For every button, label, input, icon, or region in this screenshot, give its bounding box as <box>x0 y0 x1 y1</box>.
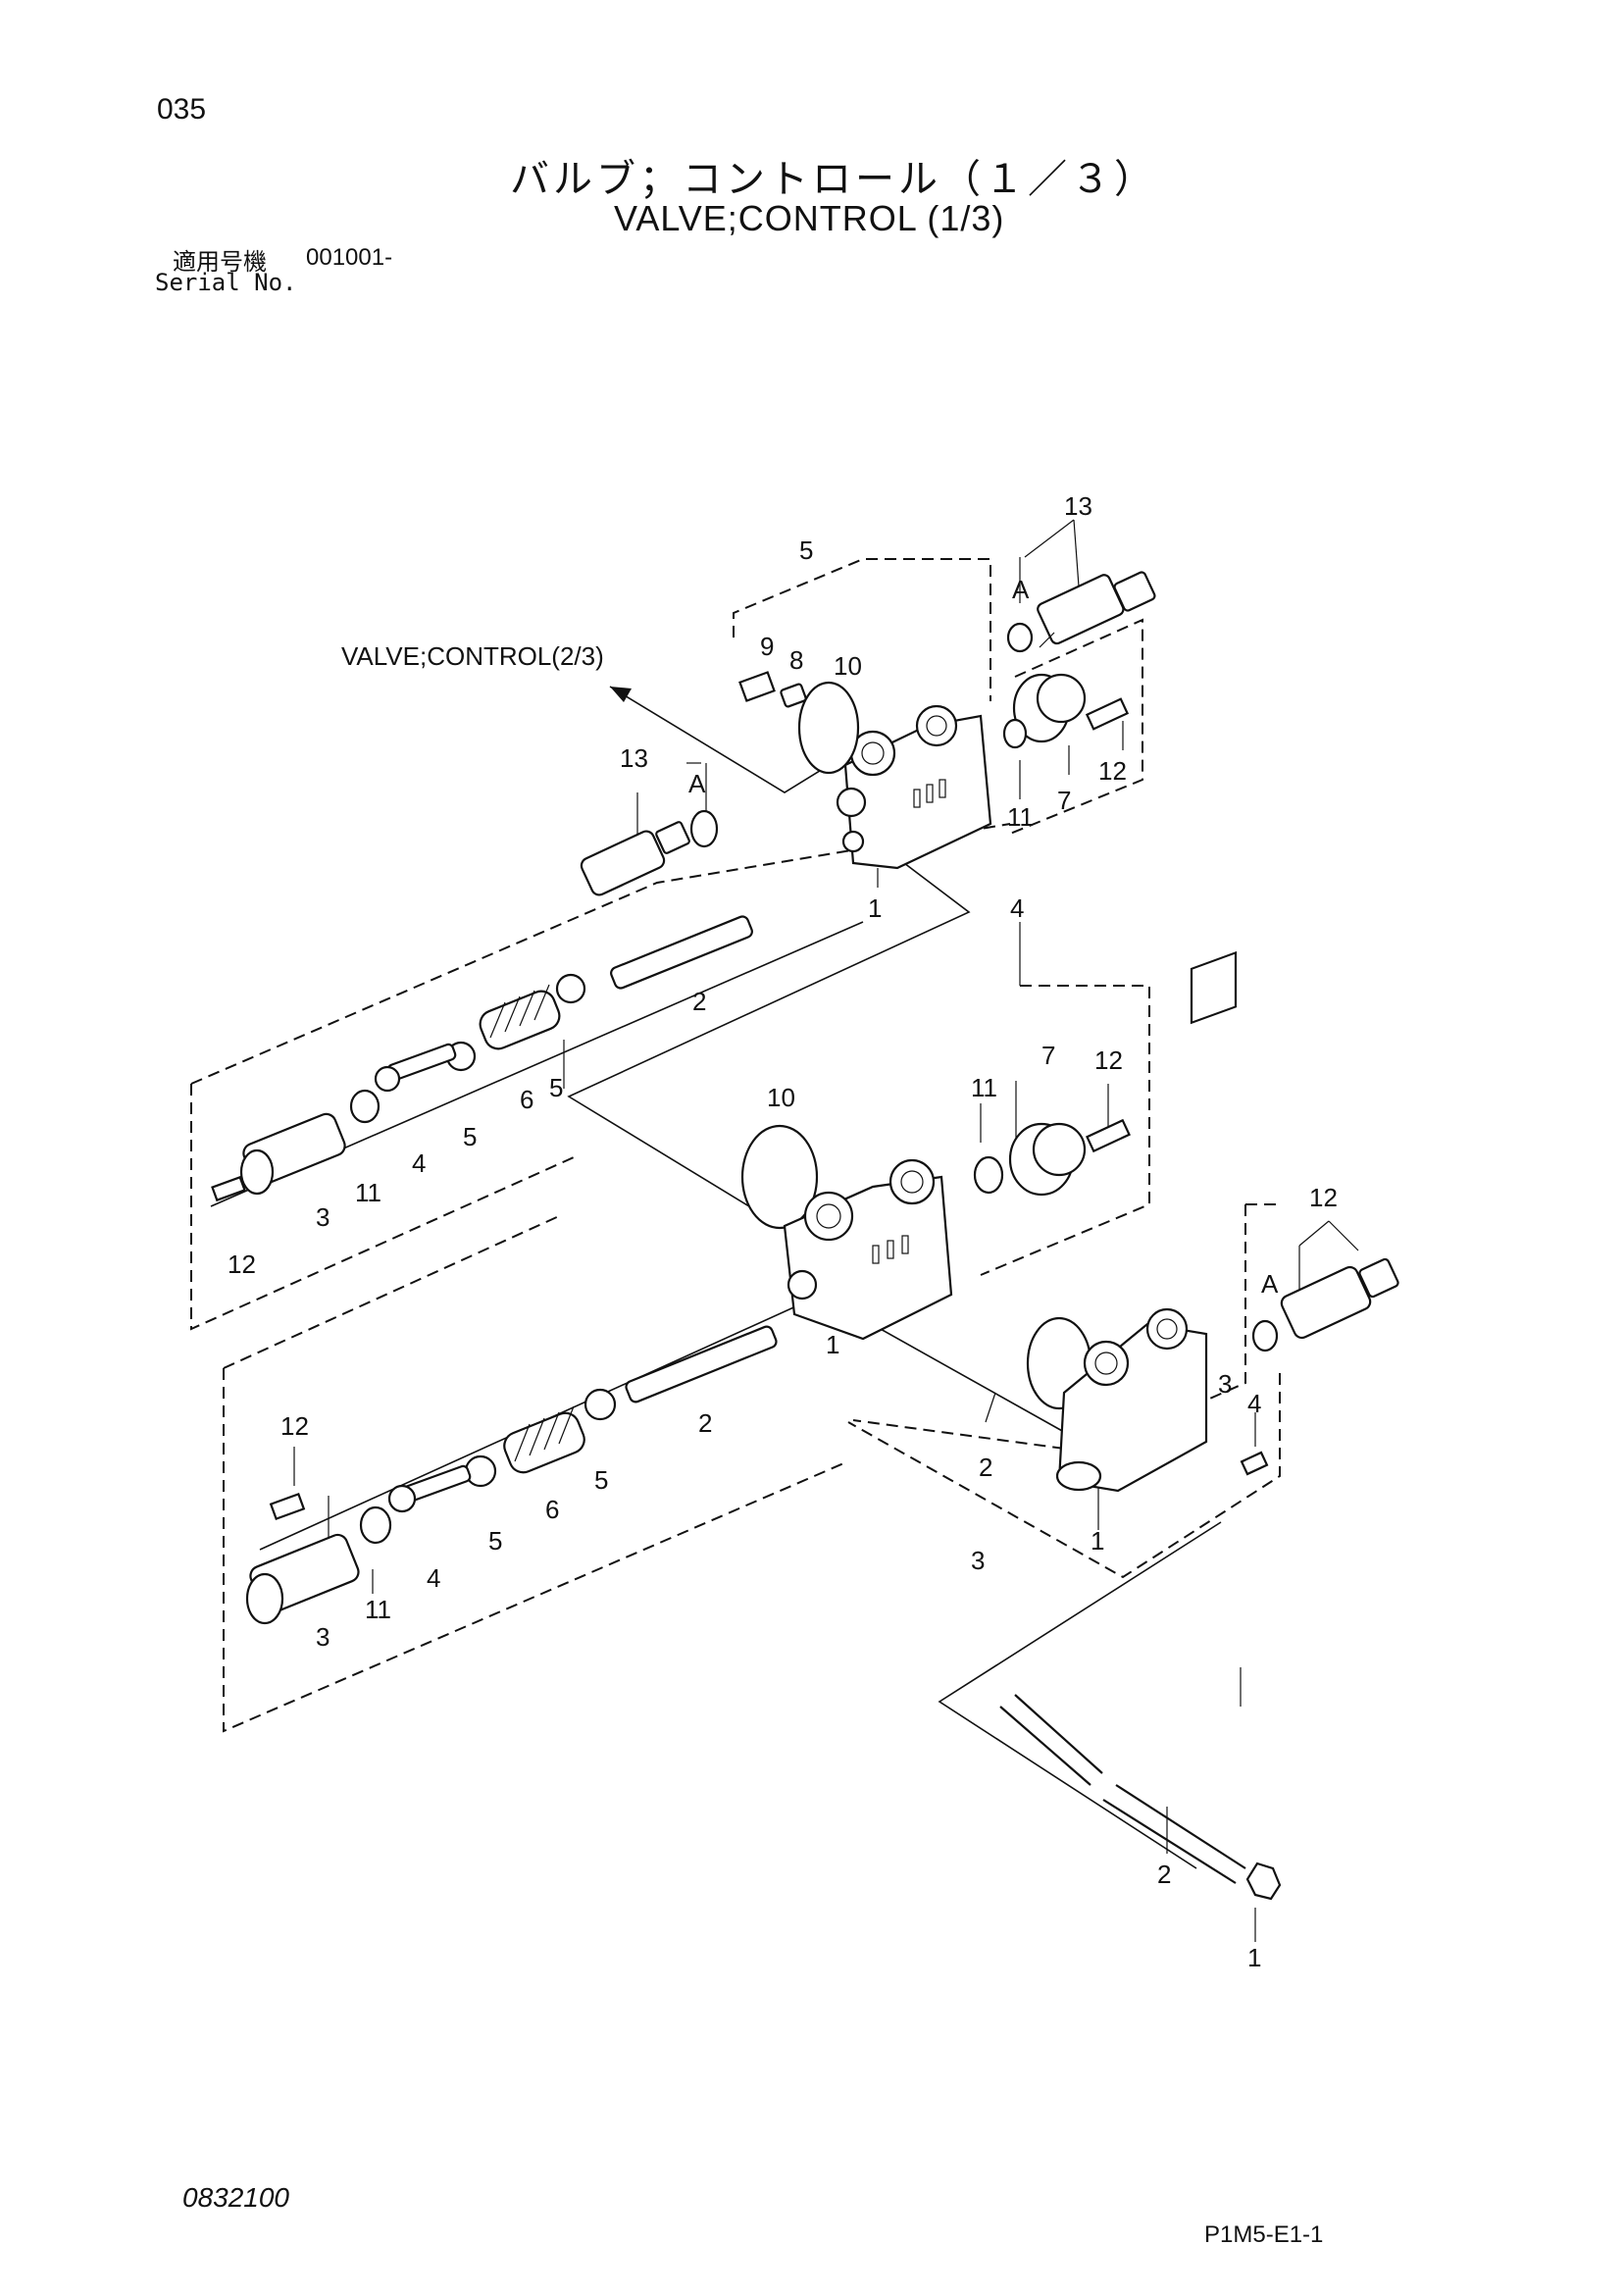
cross-ref-arrowhead <box>610 687 632 702</box>
callout-5-upper-right: 5 <box>549 1073 563 1102</box>
cross-reference-label: VALVE;CONTROL(2/3) <box>341 641 604 671</box>
connector-upper-to-middle <box>567 862 971 1235</box>
callout-10-upper: 10 <box>834 651 862 681</box>
serial-label-english: Serial No. <box>155 269 297 296</box>
screw-12-middle <box>1086 1118 1131 1153</box>
callout-5-group-upper: 5 <box>799 536 813 565</box>
plug-12-right <box>1280 1257 1399 1340</box>
retainer-5-upper-right <box>555 973 586 1004</box>
page-number: 035 <box>157 93 207 126</box>
callout-4-upper: 4 <box>412 1148 426 1178</box>
plug-13-upper-right <box>1037 571 1156 648</box>
cover-7-middle <box>1008 1122 1087 1197</box>
callout-2-upper: 2 <box>692 987 706 1016</box>
valve-section-upper <box>836 704 992 870</box>
retainer-5-middle-right <box>584 1388 617 1421</box>
spool-2-middle <box>625 1325 778 1403</box>
drawing-code: 0832100 <box>182 2182 290 2213</box>
callout-3-end-plate: 3 <box>1218 1369 1232 1399</box>
callout-12-upper-left: 12 <box>228 1250 256 1279</box>
callout-8: 8 <box>789 645 803 675</box>
spool-2-upper <box>610 915 753 990</box>
end-section-1 <box>1055 1307 1208 1493</box>
o-ring-10-upper <box>797 681 860 775</box>
callout-a-right: A <box>1261 1269 1279 1299</box>
callout-2-tie-rod: 2 <box>1157 1860 1171 1889</box>
callout-7-middle: 7 <box>1041 1041 1055 1070</box>
connector-to-section-3 <box>862 1318 1065 1433</box>
spring-9-upper <box>738 671 776 702</box>
screw-12-middle-left <box>269 1492 306 1521</box>
poppet-8-upper <box>780 683 807 708</box>
screw-12-upper-left <box>211 1175 246 1202</box>
o-ring-a-right <box>1251 1319 1279 1352</box>
stopper-4-middle <box>387 1464 472 1513</box>
callout-5-upper-left: 5 <box>463 1122 477 1151</box>
title-english: VALVE;CONTROL (1/3) <box>614 198 1005 238</box>
cap-3-middle <box>245 1533 360 1625</box>
o-ring-a-upper-right <box>1006 622 1034 653</box>
callout-1-nut: 1 <box>1247 1943 1261 1972</box>
callout-3-middle: 3 <box>316 1622 330 1652</box>
group-5-box-top <box>733 558 991 701</box>
retainer-5-middle-left <box>464 1454 497 1488</box>
o-ring-10-middle <box>740 1124 819 1230</box>
screw-12-upper <box>1085 697 1130 731</box>
callout-1-middle: 1 <box>826 1330 839 1359</box>
o-ring-11-upper <box>1002 718 1028 749</box>
plug-13-upper-left <box>580 821 690 896</box>
callout-12-right: 12 <box>1309 1183 1338 1212</box>
cap-3-upper <box>239 1112 346 1196</box>
callout-3-upper: 3 <box>316 1202 330 1232</box>
callout-a-upper-right: A <box>1012 575 1030 604</box>
o-ring-11-middle <box>973 1155 1004 1195</box>
callout-11-middle: 11 <box>971 1073 997 1102</box>
reference-code: P1M5-E1-1 <box>1204 2221 1324 2248</box>
callout-13-upper-left: 13 <box>620 743 648 773</box>
serial-label-japanese: 適用号機 <box>173 248 267 276</box>
o-ring-a-upper-left <box>689 809 719 848</box>
callout-6-middle: 6 <box>545 1495 559 1524</box>
valve-section-middle <box>783 1158 953 1341</box>
callout-11-middle-left: 11 <box>365 1595 391 1624</box>
callout-11-upper: 11 <box>1007 802 1034 832</box>
connector-to-tie-rod <box>938 1521 1222 1869</box>
callout-10-middle: 10 <box>767 1083 795 1112</box>
callout-2-end: 2 <box>979 1453 992 1482</box>
callout-5-middle-left: 5 <box>488 1526 502 1556</box>
stopper-4-upper <box>374 1043 457 1093</box>
leader-lines <box>293 519 1359 1942</box>
callout-5-middle-right: 5 <box>594 1465 608 1495</box>
screw-4-end <box>1240 1451 1269 1476</box>
callout-13-upper-right: 13 <box>1064 491 1092 521</box>
callout-9: 9 <box>760 632 774 661</box>
callout-1-end: 1 <box>1091 1526 1104 1556</box>
spring-6-upper <box>479 984 561 1050</box>
callout-a-upper-left: A <box>688 769 706 798</box>
callout-1-upper: 1 <box>868 893 882 923</box>
spring-6-middle <box>503 1405 585 1474</box>
o-ring-11-middle-left <box>359 1505 392 1545</box>
tie-rod-2 <box>999 1694 1246 1884</box>
callout-2-middle: 2 <box>698 1408 712 1438</box>
callout-4-middle: 4 <box>427 1563 440 1593</box>
serial-value: 001001- <box>306 244 393 271</box>
callout-4-group-middle: 4 <box>1010 893 1024 923</box>
callout-6-upper: 6 <box>520 1085 533 1114</box>
callout-7-upper: 7 <box>1057 786 1071 815</box>
cover-7-upper <box>1012 673 1087 743</box>
title-japanese: バルブ；コントロール（１／３） <box>510 157 1157 202</box>
nut-1 <box>1245 1862 1282 1901</box>
o-ring-11-upper-left <box>349 1089 381 1124</box>
plate-3-end <box>1190 950 1238 1025</box>
callout-12-middle-left: 12 <box>280 1411 309 1441</box>
callout-12-upper: 12 <box>1098 756 1127 786</box>
callout-3-group-end: 3 <box>971 1546 985 1575</box>
callout-12-middle: 12 <box>1094 1046 1123 1075</box>
group-4-box <box>223 985 1150 1733</box>
callout-4-end-screw: 4 <box>1247 1389 1261 1418</box>
callout-11-upper-left: 11 <box>355 1178 381 1207</box>
group-3-box <box>847 1203 1281 1579</box>
